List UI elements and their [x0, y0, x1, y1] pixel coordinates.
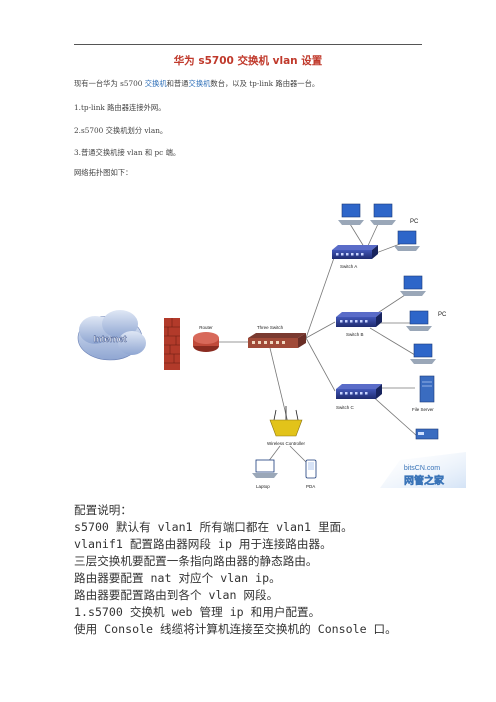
- switch-a-label: Switch A: [340, 264, 357, 269]
- pc-icon: [394, 230, 420, 251]
- pc-b-label: PC: [438, 312, 447, 318]
- note-line: 使用 Console 线缆将计算机连接至交换机的 Console 口。: [74, 622, 397, 636]
- document-title: 华为 s5700 交换机 vlan 设置: [173, 55, 323, 67]
- intro-text-3: 数台，以及 tp-link 路由器一台。: [210, 79, 320, 88]
- watermark-logo: bitsCN.com 网管之家: [380, 452, 466, 488]
- switch-link-1[interactable]: 交换机: [144, 79, 167, 88]
- pc-icon: [338, 203, 364, 225]
- watermark-site: bitsCN.com: [404, 465, 440, 472]
- wireless-controller-icon: Wireless Controller: [267, 406, 306, 446]
- note-line: 路由器要配置路由到各个 vlan 网段。: [74, 588, 279, 602]
- note-line: 路由器要配置 nat 对应个 vlan ip。: [74, 571, 281, 585]
- list-item: 3.普通交换机接 vlan 和 pc 端。: [74, 148, 181, 157]
- link-lines: [218, 223, 418, 467]
- switch-link-2[interactable]: 交换机: [188, 79, 211, 88]
- switch-b-icon: Switch B: [336, 312, 382, 337]
- three-switch-icon: Three Switch: [248, 325, 306, 348]
- header-rule: [74, 44, 422, 45]
- pc-icon: [410, 343, 436, 364]
- wireless-label: Wireless Controller: [267, 441, 306, 446]
- firewall-icon: [164, 318, 180, 370]
- note-line: 1.s5700 交换机 web 管理 ip 和用户配置。: [74, 605, 321, 619]
- file-server-label: File Server: [412, 407, 434, 412]
- switch-b-label: Switch B: [346, 332, 364, 337]
- laptop-label: Laptop: [256, 484, 270, 489]
- intro-text-1: 现有一台华为 s5700: [74, 79, 145, 88]
- internet-cloud: Internet: [77, 310, 146, 361]
- pc-icon: [370, 203, 396, 225]
- watermark-name: 网管之家: [404, 474, 445, 487]
- file-server-icon: File Server: [412, 375, 435, 412]
- switch-c-icon: Switch C: [336, 384, 382, 410]
- internet-label: Internet: [93, 334, 126, 344]
- three-switch-label: Three Switch: [257, 325, 284, 330]
- pc-icon: [400, 275, 426, 296]
- intro-paragraph: 现有一台华为 s5700 交换机和普通交换机数台，以及 tp-link 路由器一…: [74, 79, 319, 89]
- note-line: 三层交换机要配置一条指向路由器的静态路由。: [74, 554, 318, 568]
- network-topology-diagram: Internet Router Three Switch Switch: [77, 203, 466, 489]
- laptop-icon: Laptop: [252, 459, 278, 489]
- config-heading: 配置说明：: [74, 503, 132, 517]
- list-item: 1.tp-link 路由器连接外网。: [74, 103, 166, 112]
- note-line: vlanif1 配置路由器网段 ip 用于连接路由器。: [74, 537, 332, 551]
- server-rack-icon: [415, 428, 439, 440]
- pda-icon: PDA: [305, 459, 317, 489]
- list-item: 2.s5700 交换机划分 vlan。: [74, 126, 168, 135]
- topology-label: 网络拓扑图如下：: [74, 168, 133, 177]
- router-icon: Router: [193, 325, 219, 352]
- router-label: Router: [199, 325, 213, 330]
- pc-a-label: PC: [410, 219, 419, 225]
- note-line: s5700 默认有 vlan1 所有端口都在 vlan1 里面。: [74, 520, 353, 534]
- switch-a-icon: Switch A: [332, 245, 378, 269]
- pc-icon: [406, 310, 432, 331]
- switch-c-label: Switch C: [336, 405, 355, 410]
- pda-label: PDA: [306, 484, 315, 489]
- intro-text-2: 和普通: [166, 79, 189, 88]
